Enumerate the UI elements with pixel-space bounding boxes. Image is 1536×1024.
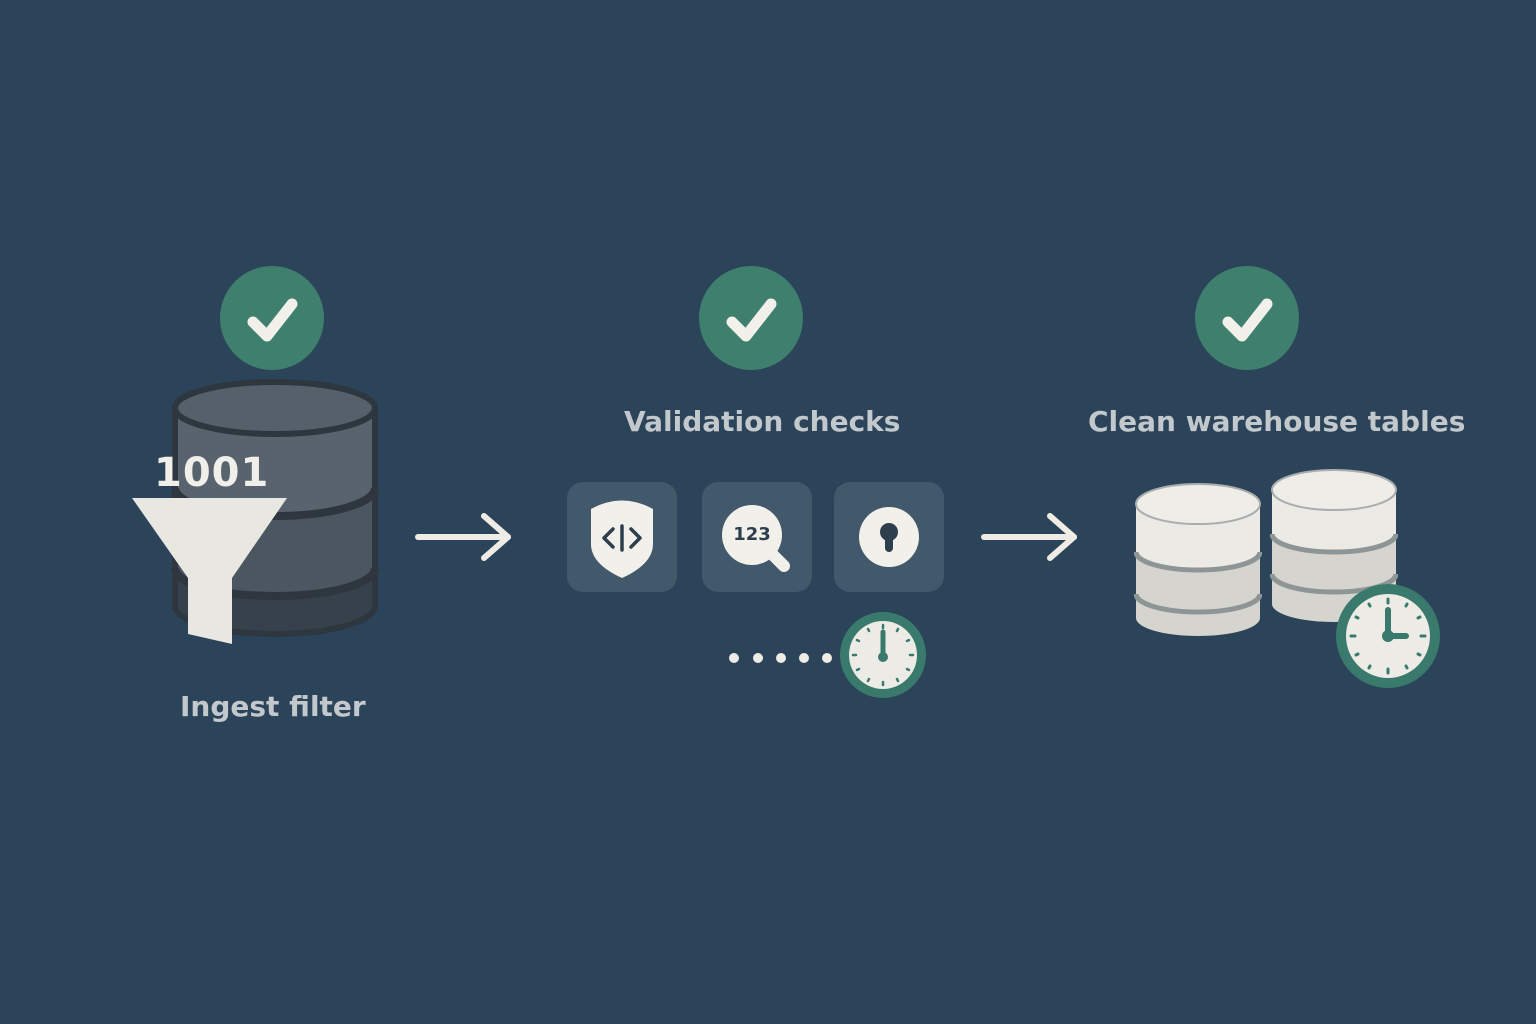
check-icon xyxy=(1195,266,1299,370)
key-check-tile xyxy=(834,482,944,592)
arrow-right-icon xyxy=(415,513,511,561)
database-icon xyxy=(1134,483,1262,636)
stage-validation: Validation checks 123 xyxy=(560,260,960,700)
keyhole-icon xyxy=(859,507,919,567)
stage-warehouse: Clean warehouse tables xyxy=(1080,260,1465,700)
database-icon xyxy=(1270,469,1398,622)
number-search-icon xyxy=(722,505,790,572)
clock-icon xyxy=(1336,584,1440,688)
check-icon xyxy=(220,266,324,370)
stage-label: Validation checks xyxy=(624,405,901,438)
check-icon xyxy=(699,266,803,370)
arrow-right-icon xyxy=(981,513,1077,561)
stage-ingest: 1001 Ingest filter xyxy=(120,260,400,740)
stage-label: Clean warehouse tables xyxy=(1088,405,1466,438)
numeric-check-tile: 123 xyxy=(702,482,812,592)
progress-dots xyxy=(728,649,838,663)
stage-label: Ingest filter xyxy=(180,690,366,723)
clock-icon xyxy=(840,612,926,698)
numeric-check-text: 123 xyxy=(733,524,771,545)
binary-badge: 1001 xyxy=(154,450,270,496)
schema-check-tile xyxy=(567,482,677,592)
funnel-icon xyxy=(132,498,287,644)
code-shield-icon xyxy=(591,500,653,578)
